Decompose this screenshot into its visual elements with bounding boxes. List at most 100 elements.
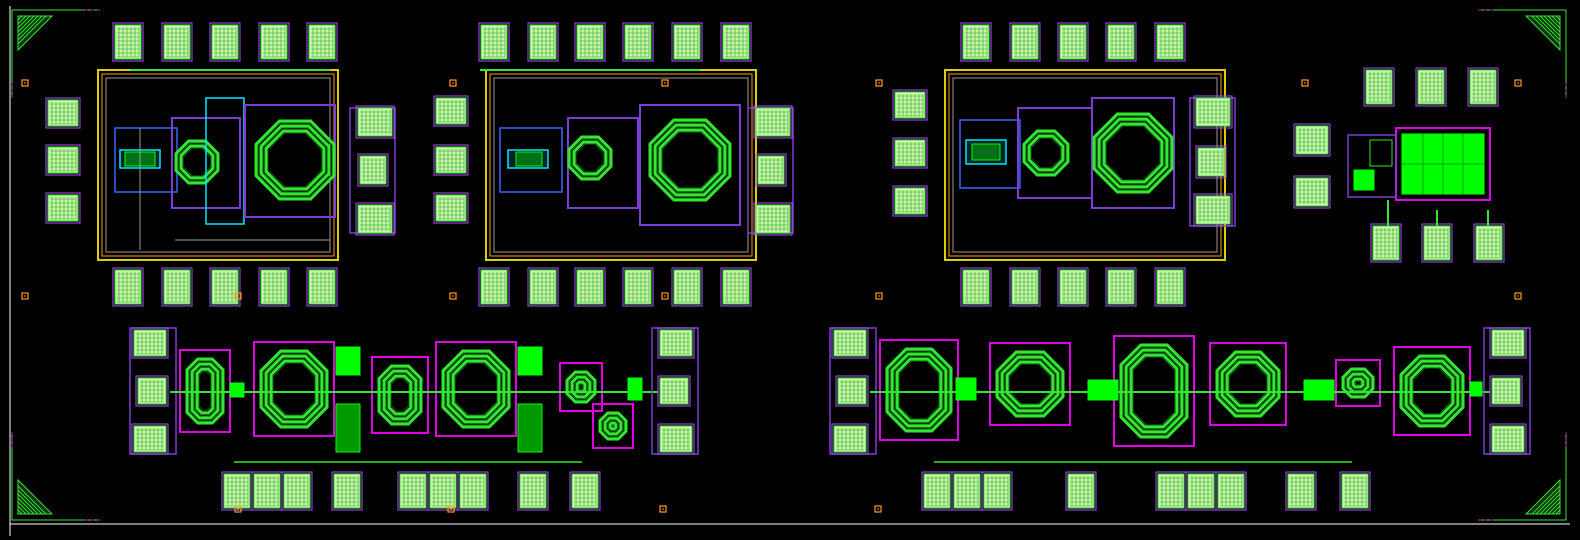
orange-marker-icon <box>234 292 242 300</box>
bond-pad-icon <box>574 267 606 307</box>
bond-pad-icon <box>433 144 469 176</box>
bond-pad-icon <box>161 267 193 307</box>
bond-pad-icon <box>657 375 691 407</box>
bond-pad-icon <box>131 423 169 455</box>
octagonal-inductor-icon <box>259 349 329 429</box>
bond-pad-icon <box>1155 471 1187 511</box>
bond-pad-icon <box>1473 223 1505 263</box>
bond-pad-icon <box>622 22 654 62</box>
bond-pad-icon <box>1009 22 1041 62</box>
bond-pad-icon <box>569 471 601 511</box>
bond-pad-icon <box>574 22 606 62</box>
bond-pad-icon <box>951 471 983 511</box>
octagonal-inductor-icon <box>185 357 225 425</box>
bond-pad-icon <box>1065 471 1097 511</box>
chip-bottom-1 <box>129 327 699 513</box>
bond-pad-icon <box>1154 22 1186 62</box>
bond-pad-icon <box>657 327 695 359</box>
orange-marker-icon <box>659 505 667 513</box>
bond-pad-icon <box>397 471 429 511</box>
chip-bottom-2 <box>829 327 1531 513</box>
bond-pad-icon <box>527 267 559 307</box>
bond-pad-icon <box>433 95 469 127</box>
bond-pad-icon <box>1105 267 1137 307</box>
orange-marker-icon <box>1301 79 1309 87</box>
bond-pad-icon <box>671 22 703 62</box>
bond-pad-icon <box>306 22 338 62</box>
bond-pad-icon <box>112 22 144 62</box>
alignment-corner-icon <box>1478 9 1567 98</box>
orange-marker-icon <box>1514 292 1522 300</box>
bond-pad-icon <box>209 267 241 307</box>
alignment-corner-icon <box>11 9 100 98</box>
chip-top-2 <box>433 22 794 307</box>
bond-pad-icon <box>258 22 290 62</box>
bond-pad-icon <box>457 471 489 511</box>
amp-stage <box>1335 359 1381 407</box>
orange-marker-icon <box>234 505 242 513</box>
chip-top-3 <box>892 22 1236 307</box>
octagonal-inductor-icon <box>995 350 1065 418</box>
orange-marker-icon <box>874 505 882 513</box>
orange-marker-icon <box>447 505 455 513</box>
octagonal-inductor-icon <box>1092 112 1174 194</box>
octagonal-inductor-icon <box>567 135 613 181</box>
bond-pad-icon <box>831 423 869 455</box>
bond-pad-icon <box>527 22 559 62</box>
bond-pad-icon <box>1293 175 1331 209</box>
bond-pad-icon <box>657 423 695 455</box>
bond-pad-icon <box>1370 223 1402 263</box>
bond-pad-icon <box>45 97 81 129</box>
bond-pad-icon <box>1154 267 1186 307</box>
bond-pad-icon <box>960 267 992 307</box>
amp-stage <box>253 341 335 437</box>
bond-pad-icon <box>258 267 290 307</box>
bond-pad-icon <box>1105 22 1137 62</box>
octagonal-inductor-icon <box>885 347 953 433</box>
bond-pad-icon <box>921 471 953 511</box>
bond-pad-icon <box>835 375 869 407</box>
amp-stage <box>559 362 603 412</box>
bond-pad-icon <box>135 375 169 407</box>
amp-stage <box>989 342 1071 426</box>
bond-pad-icon <box>306 267 338 307</box>
bond-pad-icon <box>357 153 389 187</box>
bond-pad-icon <box>753 105 793 139</box>
bond-pad-icon <box>112 267 144 307</box>
bond-pad-icon <box>1489 423 1527 455</box>
markers <box>21 79 1522 300</box>
bond-pad-icon <box>1193 95 1233 129</box>
bond-pad-icon <box>209 22 241 62</box>
bond-pad-icon <box>1489 327 1527 359</box>
amp-stage <box>879 339 959 441</box>
orange-marker-icon <box>875 79 883 87</box>
octagonal-inductor-icon <box>648 118 732 202</box>
bond-pad-icon <box>1057 22 1089 62</box>
bond-pad-icon <box>960 22 992 62</box>
bond-pad-icon <box>1421 223 1453 263</box>
amp-stage <box>1209 342 1287 426</box>
bond-pad-icon <box>1489 375 1523 407</box>
octagonal-inductor-icon <box>1022 129 1070 177</box>
amp-stage <box>371 356 429 434</box>
reticle-frame <box>9 6 1570 536</box>
orange-marker-icon <box>661 79 669 87</box>
octagonal-inductor-icon <box>598 411 628 441</box>
octagonal-inductor-icon <box>377 364 423 426</box>
bond-pad-icon <box>1057 267 1089 307</box>
orange-marker-icon <box>1514 79 1522 87</box>
bond-pad-icon <box>1185 471 1217 511</box>
octagonal-inductor-icon <box>254 119 336 201</box>
bond-pad-icon <box>1285 471 1317 511</box>
bond-pad-icon <box>331 471 363 511</box>
bond-pad-icon <box>45 192 81 224</box>
octagonal-inductor-icon <box>565 370 597 404</box>
bond-pad-icon <box>720 22 752 62</box>
bond-pad-icon <box>478 267 510 307</box>
bond-pad-icon <box>892 137 928 169</box>
bond-pad-icon <box>45 144 81 176</box>
bond-pad-icon <box>433 192 469 224</box>
bond-pad-icon <box>355 202 395 236</box>
bond-pad-icon <box>831 327 869 359</box>
bond-pad-icon <box>1193 193 1233 227</box>
